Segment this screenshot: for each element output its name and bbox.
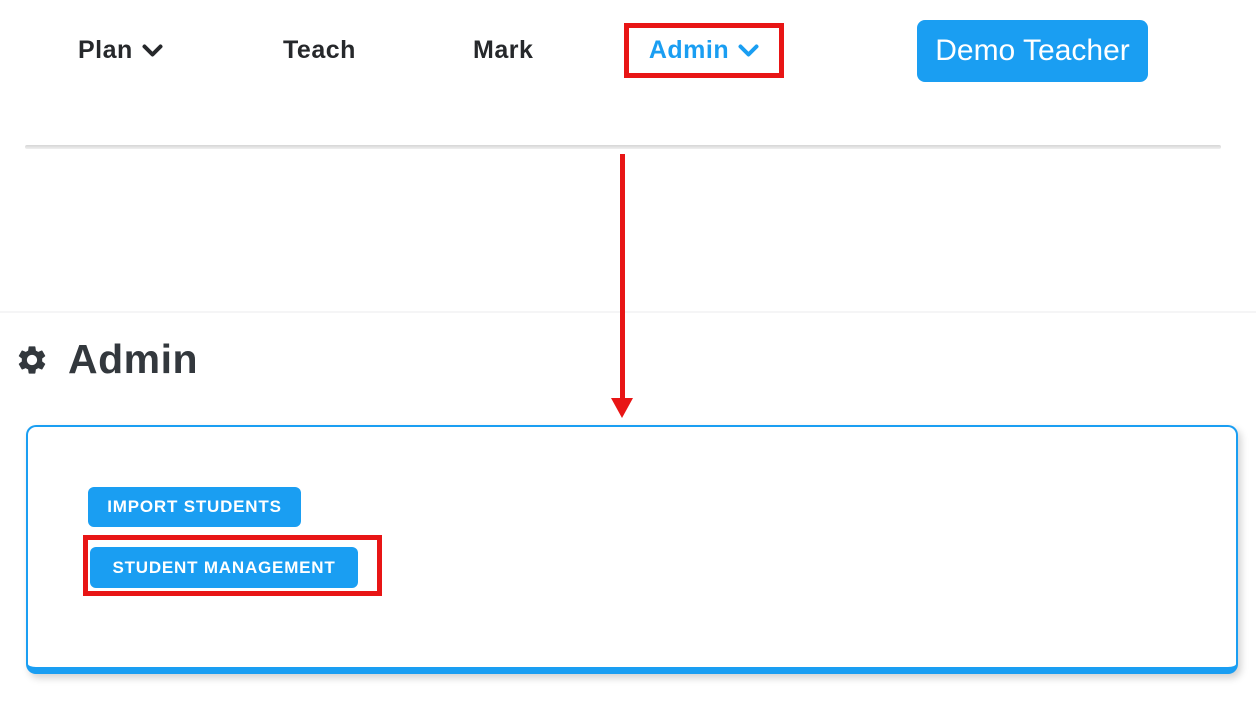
student-management-button[interactable]: STUDENT MANAGEMENT — [90, 547, 358, 588]
nav-item-plan-label: Plan — [78, 36, 133, 64]
chevron-down-icon — [738, 44, 759, 56]
red-arrow-annotation-head — [611, 398, 633, 418]
admin-panel: IMPORT STUDENTS STUDENT MANAGEMENT — [26, 425, 1238, 674]
nav-item-mark-label: Mark — [473, 36, 534, 64]
section-divider — [0, 311, 1256, 313]
user-account-button[interactable]: Demo Teacher — [917, 20, 1148, 82]
import-students-button[interactable]: IMPORT STUDENTS — [88, 487, 301, 527]
chevron-down-icon — [142, 44, 163, 56]
nav-item-teach-label: Teach — [283, 36, 356, 64]
annotation-box-admin: Admin — [624, 23, 784, 78]
annotation-box-student-management — [83, 535, 382, 596]
page-heading: Admin — [15, 336, 198, 383]
header-divider — [25, 145, 1221, 149]
nav-item-teach[interactable]: Teach — [283, 36, 356, 65]
page-title: Admin — [68, 336, 199, 382]
nav-item-plan[interactable]: Plan — [78, 36, 163, 65]
red-arrow-annotation-line — [620, 154, 625, 402]
nav-item-admin[interactable]: Admin — [649, 36, 759, 65]
gear-icon — [18, 345, 46, 374]
nav-item-admin-label: Admin — [648, 36, 730, 64]
nav-item-mark[interactable]: Mark — [473, 36, 533, 65]
